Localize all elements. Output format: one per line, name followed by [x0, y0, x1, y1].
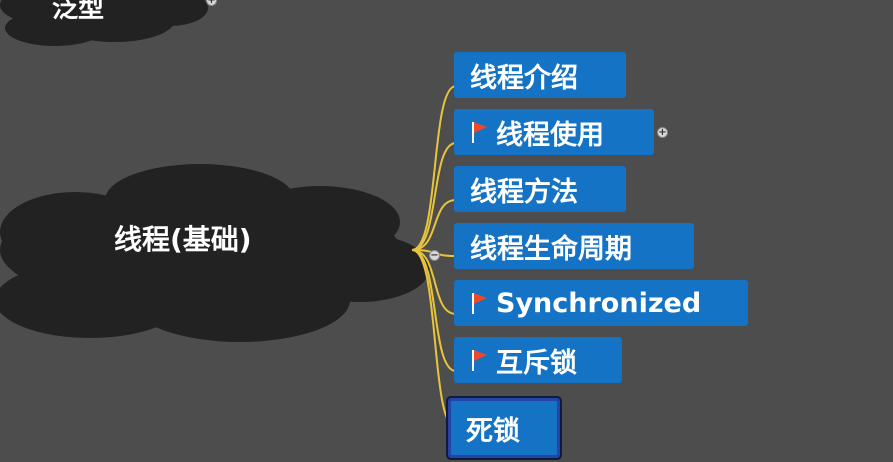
central-topic-label[interactable]: 线程(基础): [114, 223, 252, 256]
branch-thread-intro[interactable]: 线程介绍: [454, 52, 626, 98]
flag-icon: [472, 293, 487, 314]
flag-icon: [472, 350, 487, 371]
top-cloud-label[interactable]: 泛型: [52, 0, 105, 24]
branch-expand-toggle[interactable]: +: [657, 127, 668, 138]
branch-label: 线程使用: [496, 119, 604, 151]
branch-label: Synchronized: [496, 287, 702, 319]
central-cloud-shape: [0, 164, 430, 342]
flag-icon: [472, 122, 487, 143]
branch-label: 线程方法: [470, 176, 578, 208]
connector-line: [411, 249, 457, 429]
branch-deadlock[interactable]: 死锁: [448, 398, 560, 458]
branch-label: 线程介绍: [470, 62, 578, 94]
central-collapse-toggle[interactable]: −: [429, 250, 440, 261]
branch-label: 线程生命周期: [470, 233, 632, 265]
branch-label: 互斥锁: [496, 347, 577, 379]
connector-line: [411, 249, 457, 315]
branch-synchronized[interactable]: Synchronized: [454, 280, 748, 326]
connector-line: [411, 85, 457, 251]
branch-mutex-lock[interactable]: 互斥锁: [454, 337, 622, 383]
branch-thread-lifecycle[interactable]: 线程生命周期: [454, 223, 694, 269]
branch-thread-methods[interactable]: 线程方法: [454, 166, 626, 212]
connector-line: [411, 142, 457, 251]
top-cloud-shape: [0, 0, 208, 46]
branch-thread-usage[interactable]: 线程使用: [454, 109, 654, 155]
top-cloud-expand-toggle[interactable]: +: [206, 0, 217, 6]
connector-line: [411, 199, 457, 251]
branch-label: 死锁: [466, 415, 520, 447]
